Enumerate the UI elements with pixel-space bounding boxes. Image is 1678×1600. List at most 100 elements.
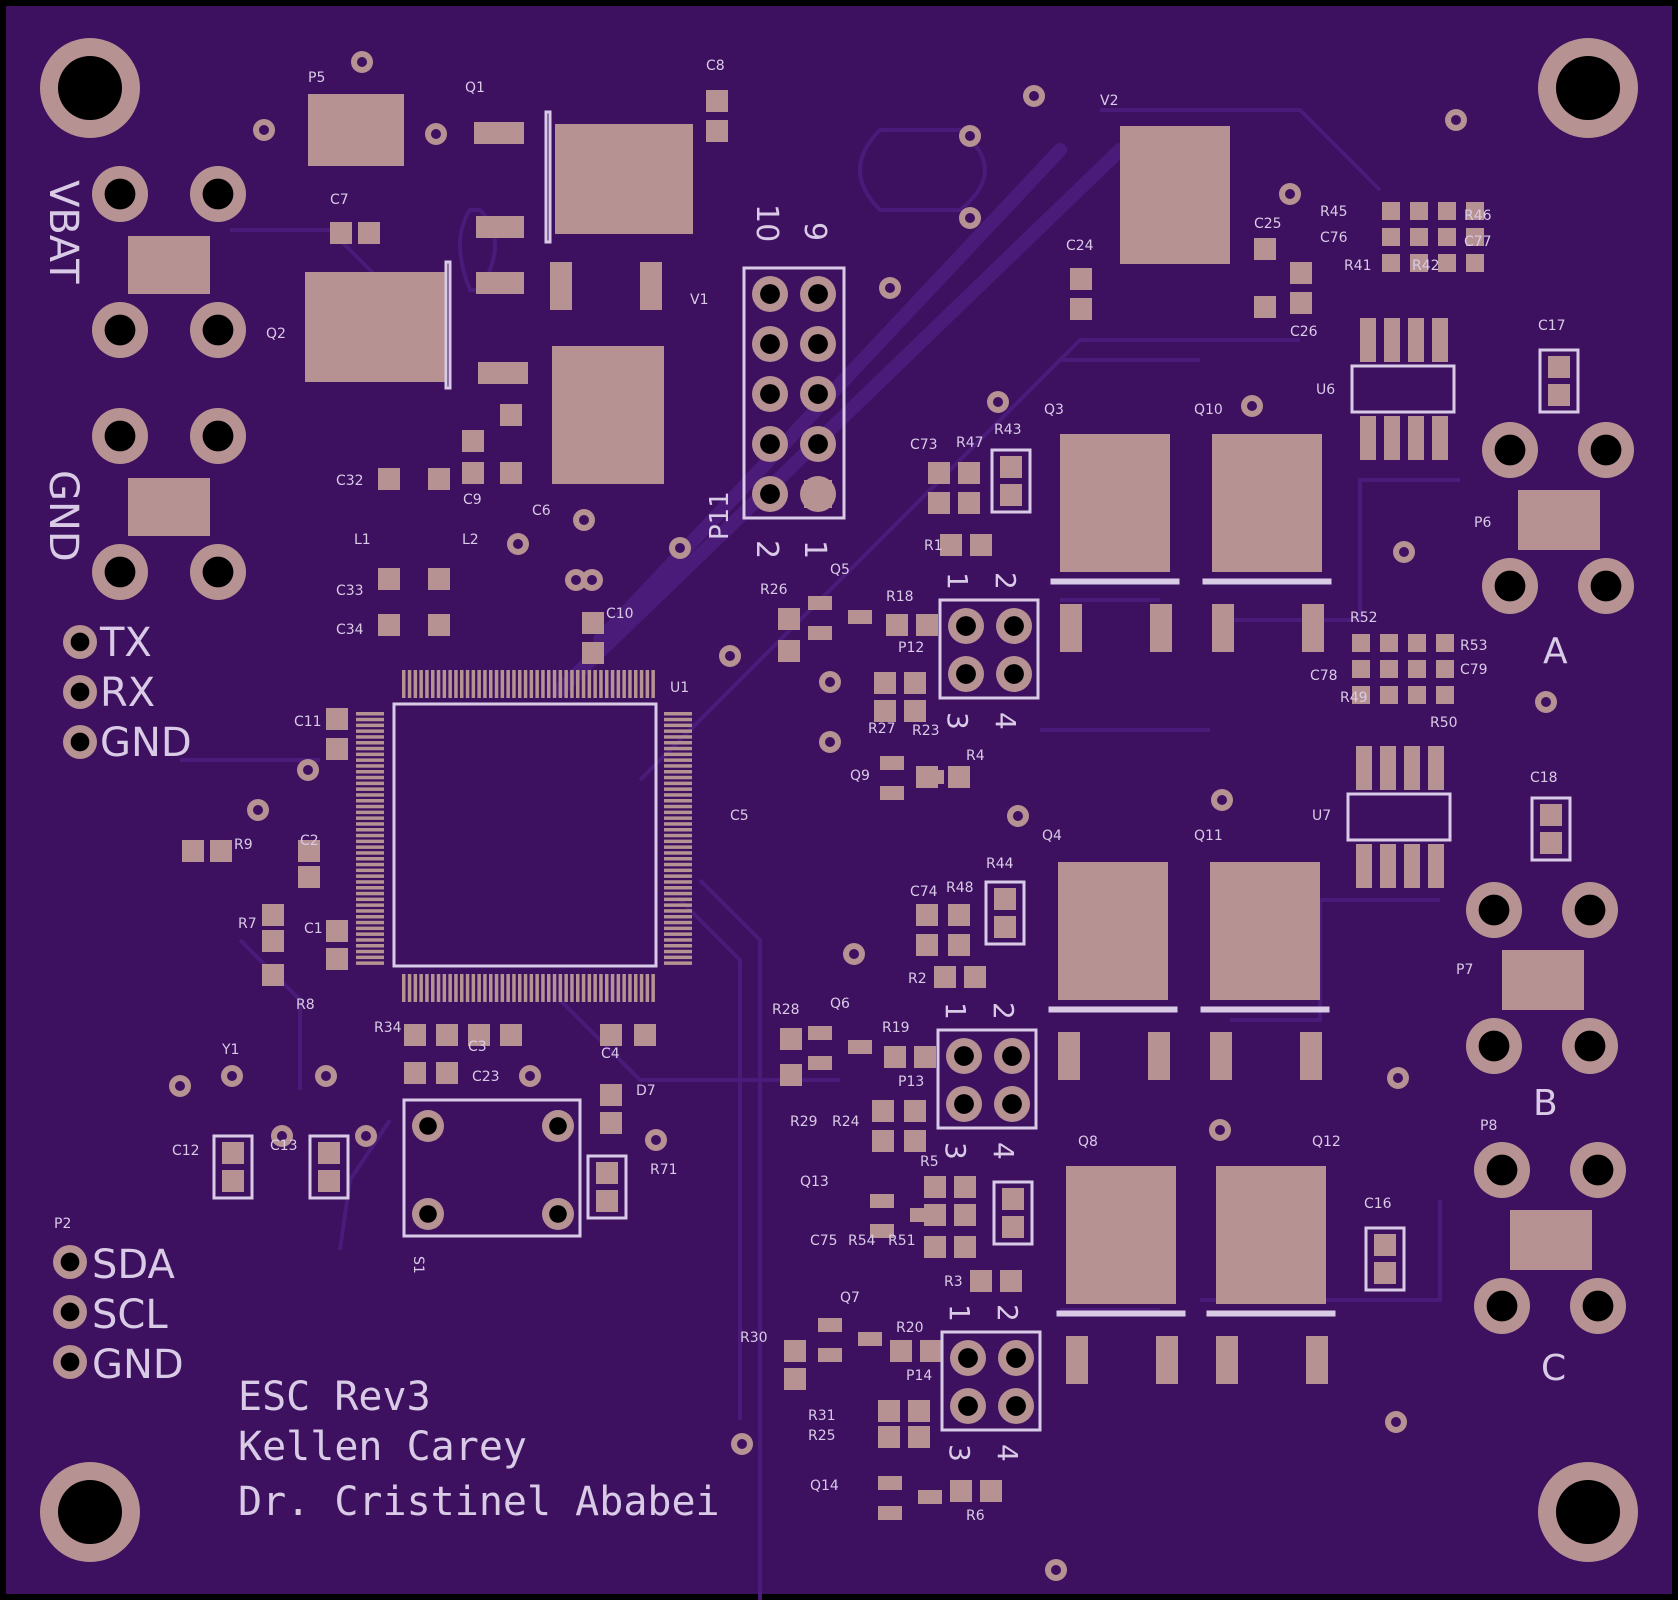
u1-pin-left xyxy=(356,816,384,820)
u1-pin-left xyxy=(356,793,384,797)
u1-pin-top xyxy=(494,670,499,698)
ref-c13: C13 xyxy=(270,1138,298,1154)
ref-p6: P6 xyxy=(1474,515,1491,531)
u1-pin-top xyxy=(570,670,574,698)
u1-pin-left xyxy=(356,752,384,757)
u1-pin-top xyxy=(576,670,580,698)
u1-pin-bottom xyxy=(402,974,406,1002)
passive-pad xyxy=(378,614,400,636)
p12-pin-drill xyxy=(1004,616,1024,636)
phase-c-center-pad xyxy=(1510,1210,1592,1270)
q2-edge xyxy=(444,260,452,390)
passive-pad xyxy=(890,1340,912,1362)
u1-pin-left xyxy=(356,775,384,780)
u1-pin-bottom xyxy=(500,974,505,1002)
passive-pad xyxy=(778,608,800,630)
ref-r43: R43 xyxy=(994,422,1022,438)
c17-outline xyxy=(1538,348,1580,414)
passive-pad xyxy=(428,568,450,590)
u1-pin-right xyxy=(664,758,692,762)
u1-pin-right xyxy=(664,955,692,960)
p12-pin2: 2 xyxy=(989,572,1022,590)
u6-pin xyxy=(1384,416,1400,460)
u1-pin-right xyxy=(664,880,692,884)
u1-pin-left xyxy=(356,839,384,844)
u1-pin-left xyxy=(356,787,384,791)
via-drill xyxy=(965,131,975,141)
q4-q11-right xyxy=(1210,862,1320,1000)
r44-pad2 xyxy=(994,916,1016,938)
passive-pad xyxy=(1254,296,1276,318)
array-pad xyxy=(1410,254,1428,272)
ref-c8: C8 xyxy=(706,58,725,74)
passive-pad xyxy=(1290,262,1312,284)
c17-pad2 xyxy=(1548,384,1570,406)
u1-pin-bottom xyxy=(610,974,615,1002)
p12-pin3: 3 xyxy=(941,712,974,730)
u7-pin xyxy=(1428,746,1444,790)
passive-pad xyxy=(462,462,484,484)
array-pad xyxy=(1466,228,1484,246)
passive-pad xyxy=(928,492,950,514)
u1-pin-right xyxy=(664,828,692,832)
u1-pin-bottom xyxy=(523,974,528,1002)
via-drill xyxy=(357,57,367,67)
u1-pin-left xyxy=(356,886,384,890)
ref-c32: C32 xyxy=(336,473,364,489)
q8-q12-lead4 xyxy=(1306,1336,1328,1384)
ref-q2: Q2 xyxy=(266,326,286,342)
u1-pin-bottom xyxy=(465,974,470,1002)
u1-pin-bottom xyxy=(419,974,423,1002)
passive-pad xyxy=(330,222,352,244)
ref-c25: C25 xyxy=(1254,216,1282,232)
u1-pin-bottom xyxy=(570,974,574,1002)
ref-r44: R44 xyxy=(986,856,1014,872)
q4-q11-left xyxy=(1058,862,1168,1000)
via-drill xyxy=(1393,1073,1403,1083)
r71-pad2 xyxy=(596,1190,618,1212)
ref-c6: C6 xyxy=(532,503,551,519)
u1-pin-top xyxy=(419,670,423,698)
c18-pad1 xyxy=(1540,804,1562,826)
array-pad xyxy=(1408,686,1426,704)
passive-pad xyxy=(884,1046,906,1068)
u7-pin xyxy=(1428,844,1444,888)
ref-u1: U1 xyxy=(670,680,689,696)
passive-pad xyxy=(436,1024,458,1046)
q4-q11-lead3 xyxy=(1210,1032,1232,1080)
u1-pin-left xyxy=(356,717,384,722)
mount-hole-drill xyxy=(58,1480,122,1544)
ref-r28: R28 xyxy=(772,1002,800,1018)
s1-pin-drill xyxy=(419,1117,437,1135)
ref-c78: C78 xyxy=(1310,668,1338,684)
s1-pin-drill xyxy=(549,1117,567,1135)
passive-pad xyxy=(1290,292,1312,314)
u1-pin-right xyxy=(664,810,692,815)
u1-pin-right xyxy=(664,793,692,797)
passive-pad xyxy=(878,1400,900,1422)
label-p11: P11 xyxy=(705,491,735,540)
ref-l2: L2 xyxy=(462,532,479,548)
ref-c10: C10 xyxy=(606,606,634,622)
p13-pin-drill xyxy=(1002,1046,1022,1066)
u1-pin-bottom xyxy=(431,974,435,1002)
ref-r19: R19 xyxy=(882,1020,910,1036)
p11-pin-drill xyxy=(808,434,828,454)
ref-q6: Q6 xyxy=(830,996,850,1012)
ref-c73: C73 xyxy=(910,437,938,453)
via-drill xyxy=(849,949,859,959)
u1-pin-bottom xyxy=(489,974,493,1002)
ref-c18: C18 xyxy=(1530,770,1558,786)
sot-pad xyxy=(808,1026,832,1040)
u1-pin-top xyxy=(587,670,592,698)
u1-pin-right xyxy=(664,746,692,751)
title-line-1: ESC Rev3 xyxy=(238,1374,431,1420)
u1-pin-left xyxy=(356,822,384,826)
via-drill xyxy=(525,1071,535,1081)
u1-pin-top xyxy=(639,670,644,698)
u1-pin-left xyxy=(356,961,384,965)
array-pad xyxy=(1438,228,1456,246)
ref-l1: L1 xyxy=(354,532,371,548)
label-p2: P2 xyxy=(54,1216,71,1232)
ref-r23: R23 xyxy=(912,723,940,739)
